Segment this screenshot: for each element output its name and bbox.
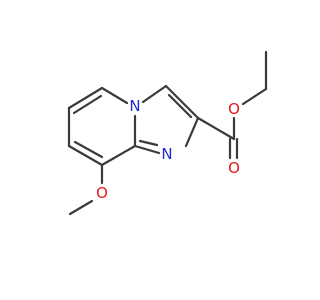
bond-c3-c2-inner: [167, 93, 193, 119]
bond-c3-c2: [164, 84, 200, 120]
structure-canvas: N N O O O: [67, 50, 268, 216]
bond-c5-c6: [67, 86, 104, 110]
bond-c7-c8-inner: [73, 140, 104, 159]
atom-n-bridge: N: [129, 97, 140, 115]
bond-n1-c8a-inner: [138, 139, 159, 147]
bond-n1-c8a: [133, 144, 161, 155]
bond-c8-c8a: [100, 144, 137, 167]
bond-c2-carbonyl: [196, 116, 236, 141]
atom-o-methoxy: O: [96, 184, 108, 202]
bond-c2-n1: [184, 116, 200, 148]
atom-n-imidazole: N: [161, 145, 172, 163]
bond-o-ch3: [68, 199, 94, 216]
bond-n4-c3: [141, 84, 168, 104]
bond-c5-c6-inner: [72, 94, 103, 115]
bond-c7-c8: [67, 144, 104, 167]
bond-o-ch2: [241, 87, 268, 106]
atom-o-ester: O: [228, 100, 240, 118]
bond-n4-c5: [100, 86, 129, 105]
atom-o-carbonyl: O: [228, 159, 240, 177]
molecule-diagram: N N O O O: [67, 50, 268, 216]
